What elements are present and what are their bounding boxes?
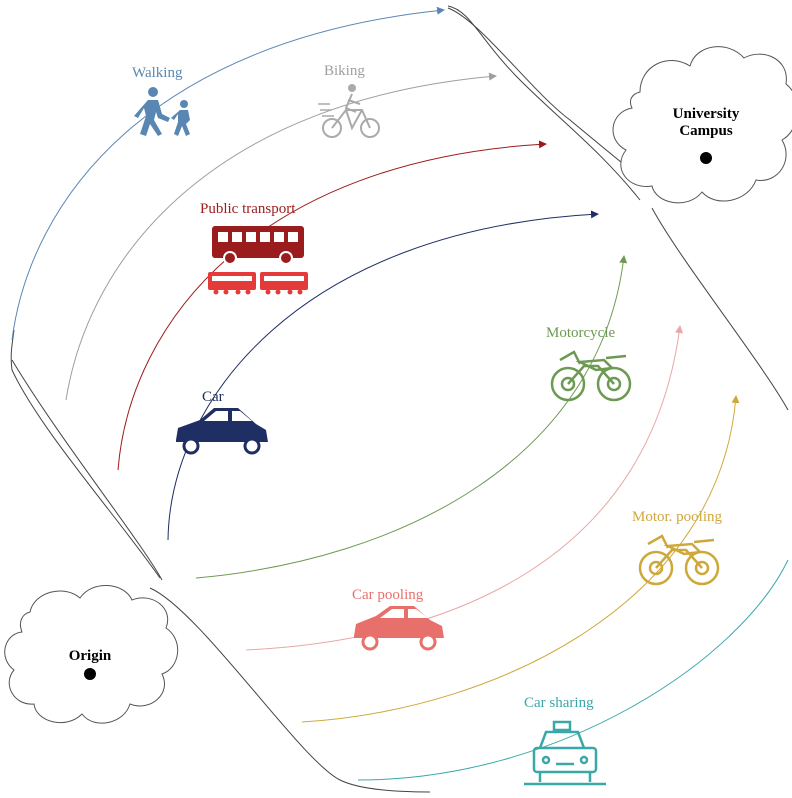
destination-label-line1: University bbox=[672, 106, 740, 122]
taxi-car-icon bbox=[524, 720, 606, 786]
car-sharing-flow bbox=[357, 559, 789, 781]
car-icon bbox=[176, 408, 268, 455]
destination-label: University Campus bbox=[656, 106, 756, 141]
walking-label: Walking bbox=[132, 65, 183, 81]
origin-dot bbox=[84, 668, 96, 680]
biking-flow bbox=[65, 72, 497, 401]
upper-bracket-line bbox=[10, 7, 651, 579]
car-pooling-label: Car pooling bbox=[352, 587, 424, 603]
motorcycle-flow bbox=[195, 255, 628, 579]
bracket-right-edge bbox=[651, 207, 789, 411]
bracket-top-right-edge bbox=[447, 5, 641, 201]
motor-pooling-label: Motor. pooling bbox=[632, 509, 723, 525]
destination-label-line2: Campus bbox=[679, 123, 733, 140]
car-label: Car bbox=[202, 389, 224, 405]
walking-flow bbox=[11, 6, 445, 341]
origin-label: Origin bbox=[68, 648, 112, 664]
motor-pooling-flow bbox=[301, 395, 740, 723]
bus-and-train-icon bbox=[208, 226, 308, 295]
public-transport-label: Public transport bbox=[200, 201, 296, 217]
cyclist-icon bbox=[318, 84, 380, 138]
public-transport-flow bbox=[117, 140, 547, 471]
origin-cloud bbox=[4, 585, 179, 724]
motorcycle-icon bbox=[550, 350, 632, 402]
motorcycle-label: Motorcycle bbox=[546, 325, 616, 341]
destination-cloud bbox=[612, 46, 792, 204]
car-flow bbox=[167, 210, 599, 541]
car-pooling-flow bbox=[245, 325, 684, 651]
motorcycle-pooling-icon bbox=[638, 534, 720, 586]
car-pooling-icon bbox=[354, 606, 444, 651]
biking-label: Biking bbox=[324, 63, 365, 79]
bracket-left-edge bbox=[11, 359, 163, 581]
walking-people-icon bbox=[134, 87, 190, 136]
destination-dot bbox=[700, 152, 712, 164]
bracket-bottom-edge bbox=[149, 587, 431, 793]
car-sharing-label: Car sharing bbox=[524, 695, 594, 711]
